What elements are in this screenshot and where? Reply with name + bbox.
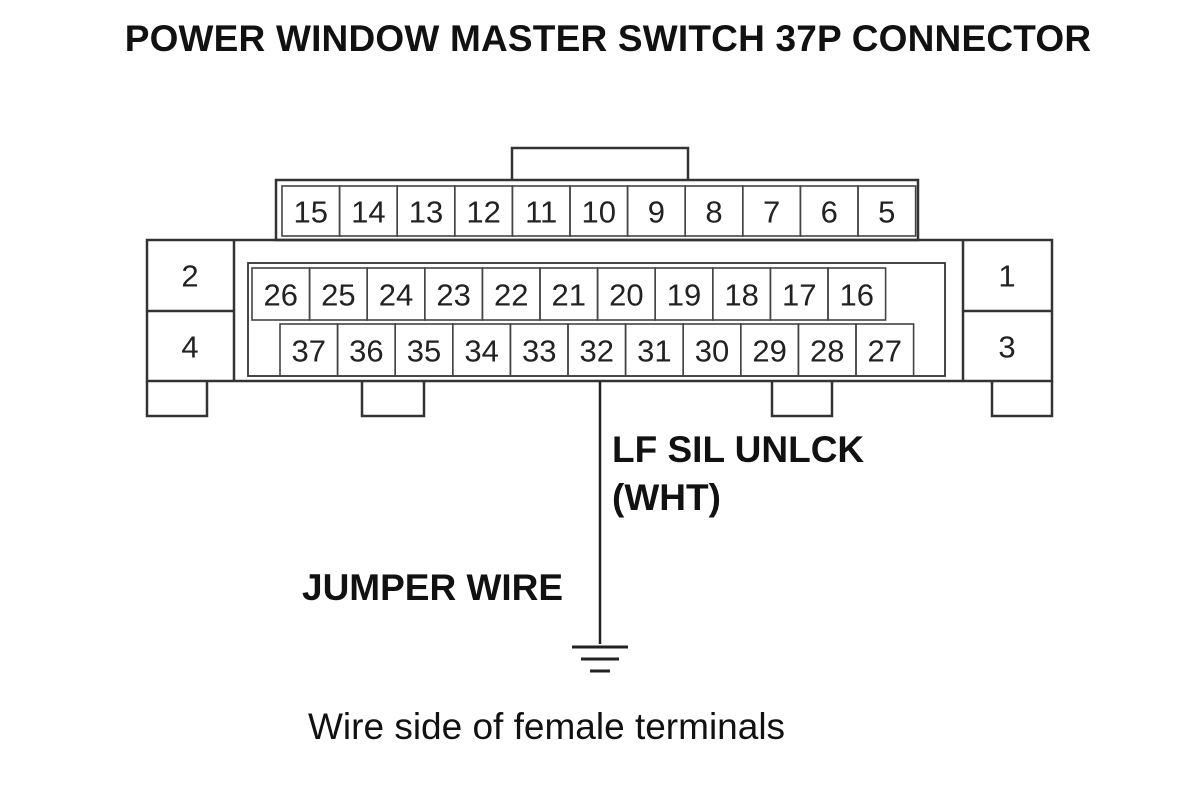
ground-symbol-icon: [572, 645, 628, 673]
pin-31-label: 31: [637, 334, 671, 369]
pin-5-label: 5: [878, 195, 895, 230]
pin-cell: [857, 185, 917, 237]
pin-3-label: 3: [998, 330, 1015, 365]
pin-32-label: 32: [580, 334, 614, 369]
pin-19-label: 19: [667, 278, 701, 313]
pin-cell: [855, 323, 915, 377]
pin-24-label: 24: [379, 278, 413, 313]
wire-signal-label: LF SIL UNLCK: [612, 429, 865, 470]
diagram-title: POWER WINDOW MASTER SWITCH 37P CONNECTOR: [124, 18, 1092, 59]
pin-28-label: 28: [810, 334, 844, 369]
pin-4-label: 4: [181, 330, 198, 365]
pin-26-label: 26: [264, 278, 298, 313]
pin-35-label: 35: [407, 334, 441, 369]
pin-2-label: 2: [181, 259, 198, 294]
pin-17-label: 17: [782, 278, 816, 313]
pin-21-label: 21: [552, 278, 586, 313]
connector-foot: [360, 381, 426, 418]
pin-12-label: 12: [466, 195, 500, 230]
jumper-wire-label: JUMPER WIRE: [302, 567, 564, 608]
pin-9-label: 9: [648, 195, 665, 230]
pin-11-label: 11: [525, 195, 557, 230]
pin-10-label: 10: [582, 195, 616, 230]
pin-7-label: 7: [763, 195, 780, 230]
pin-23-label: 23: [436, 278, 470, 313]
connector-lock-tab: [510, 146, 690, 180]
pin-14-label: 14: [351, 195, 385, 230]
pin-16-label: 16: [840, 278, 874, 313]
pin-29-label: 29: [752, 334, 786, 369]
pin-15-label: 15: [294, 195, 328, 230]
connector-foot: [990, 381, 1054, 418]
pin-20-label: 20: [609, 278, 643, 313]
pin-cell: [827, 267, 887, 321]
pin-13-label: 13: [409, 195, 443, 230]
pin-25-label: 25: [321, 278, 355, 313]
pin-22-label: 22: [494, 278, 528, 313]
diagram-caption: Wire side of female terminals: [308, 706, 786, 747]
pin-37-label: 37: [292, 334, 326, 369]
pin-34-label: 34: [464, 334, 498, 369]
pin-6-label: 6: [821, 195, 838, 230]
connector-foot: [770, 381, 834, 418]
pin-18-label: 18: [724, 278, 758, 313]
pin-33-label: 33: [522, 334, 556, 369]
pin-36-label: 36: [349, 334, 383, 369]
pin-8-label: 8: [705, 195, 722, 230]
pin-30-label: 30: [695, 334, 729, 369]
pin-1-label: 1: [998, 259, 1015, 294]
wire-color-label: (WHT): [612, 477, 721, 518]
connector-foot: [145, 381, 209, 418]
pin-27-label: 27: [868, 334, 902, 369]
